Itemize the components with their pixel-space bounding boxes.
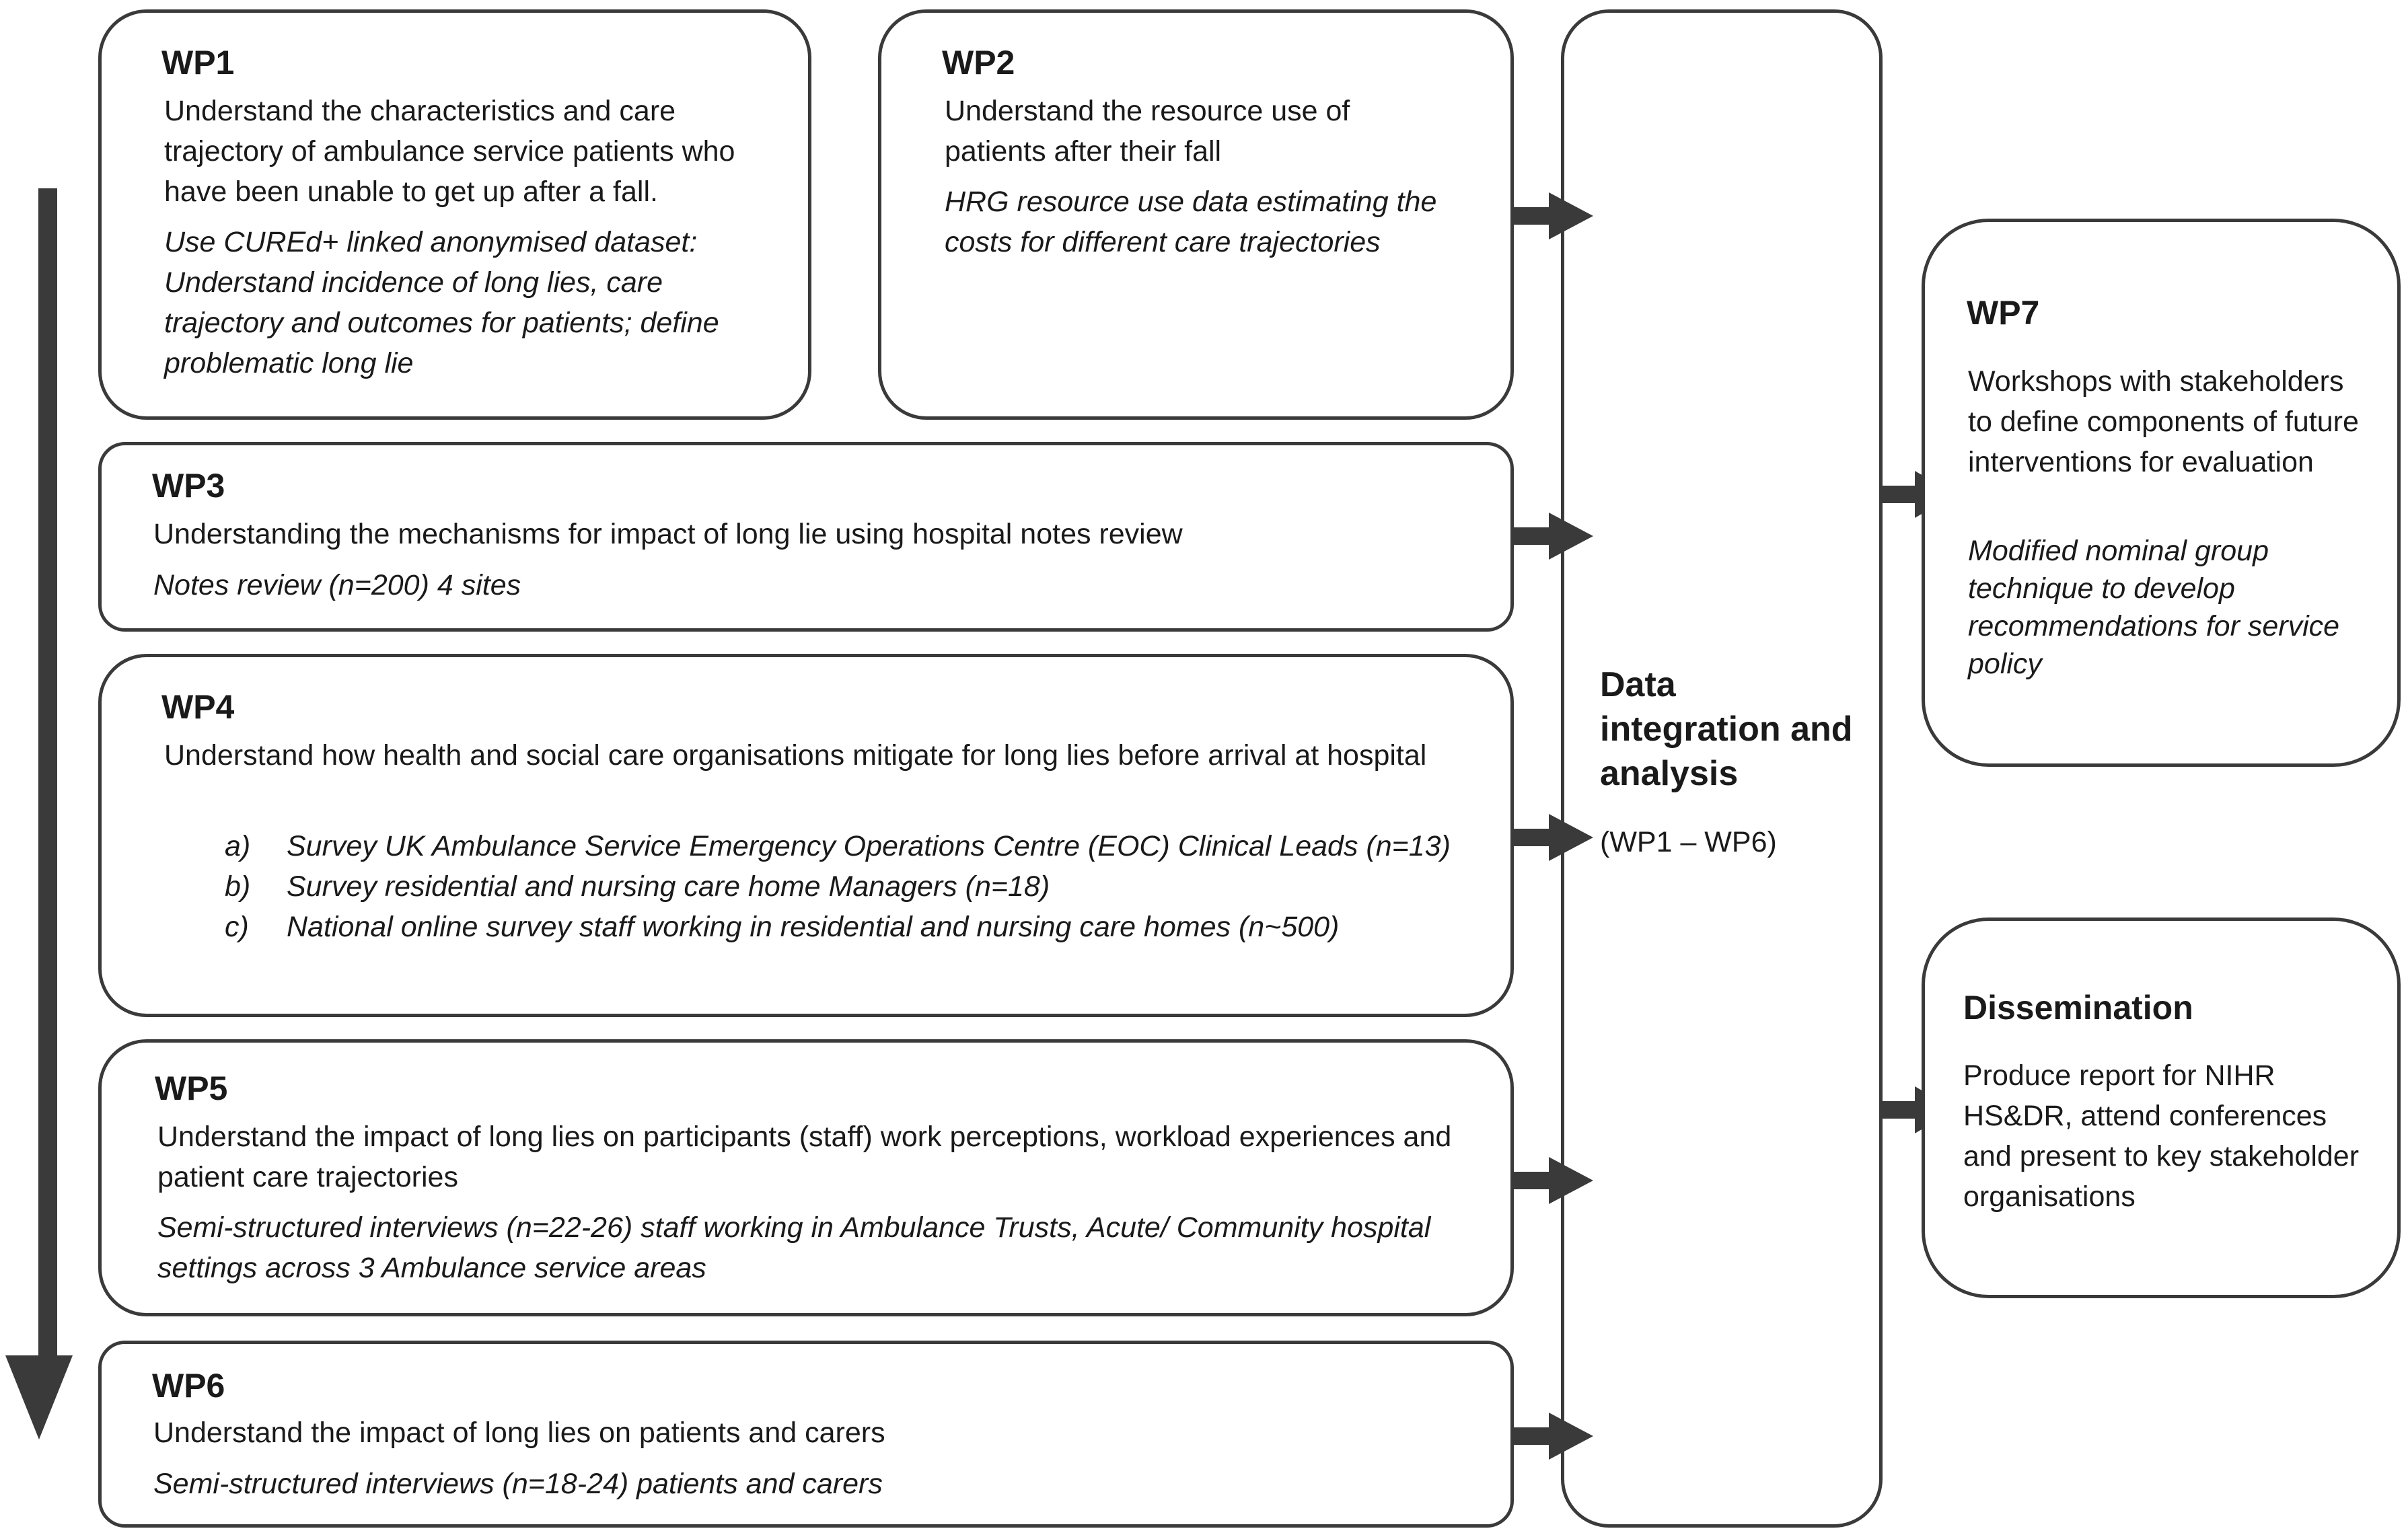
wp4-title: WP4 — [161, 688, 235, 726]
wp4-box — [98, 654, 1514, 1017]
wp1-method: Use CUREd+ linked anonymised dataset: Un… — [164, 226, 719, 379]
wp6-method: Semi-structured interviews (n=18-24) pat… — [153, 1468, 883, 1500]
dissemination-box — [1922, 918, 2401, 1298]
wp3-box — [98, 442, 1514, 632]
wp5-aim: Understand the impact of long lies on pa… — [157, 1121, 1452, 1193]
wp4-aim: Understand how health and social care or… — [164, 739, 1427, 772]
wp7-title: WP7 — [1967, 294, 2040, 332]
timeline-arrow — [5, 188, 73, 1439]
arrow-wp4-to-integration — [1514, 814, 1593, 861]
wp7-aim: Workshops with stakeholders to define co… — [1968, 365, 2359, 478]
wp4-survey-list: a) Survey UK Ambulance Service Emergency… — [225, 826, 1463, 947]
wp5-box — [98, 1039, 1514, 1316]
wp2-title: WP2 — [942, 44, 1015, 81]
wp4-item-label: c) — [225, 911, 249, 943]
wp3-method: Notes review (n=200) 4 sites — [153, 569, 521, 601]
wp4-item-text: Survey residential and nursing care home… — [287, 870, 1050, 903]
wp6-box — [98, 1341, 1514, 1528]
wp1-box — [98, 9, 811, 420]
wp5-method: Semi-structured interviews (n=22-26) sta… — [157, 1211, 1431, 1284]
wp2-box — [878, 9, 1514, 420]
wp2-method: HRG resource use data estimating the cos… — [945, 186, 1437, 258]
wp6-title: WP6 — [152, 1367, 225, 1405]
wp4-item-label: a) — [225, 830, 251, 862]
arrow-wp5-to-integration — [1514, 1157, 1593, 1204]
data-integration-title: Data integration and analysis — [1600, 665, 1853, 793]
wp4-item-text: National online survey staff working in … — [287, 911, 1340, 943]
wp4-item-text: Survey UK Ambulance Service Emergency Op… — [287, 830, 1451, 862]
wp7-method: Modified nominal group technique to deve… — [1968, 535, 2340, 680]
wp7-box — [1922, 219, 2401, 767]
wp1-aim: Understand the characteristics and care … — [164, 95, 735, 208]
dissemination-title: Dissemination — [1963, 989, 2193, 1026]
wp4-item: c) National online survey staff working … — [225, 907, 1463, 947]
wp3-title: WP3 — [152, 467, 225, 504]
wp3-aim: Understanding the mechanisms for impact … — [153, 518, 1183, 550]
wp4-item: b) Survey residential and nursing care h… — [225, 866, 1463, 907]
wp6-aim: Understand the impact of long lies on pa… — [153, 1417, 885, 1449]
data-integration-box — [1561, 9, 1883, 1528]
wp5-title: WP5 — [155, 1070, 228, 1107]
arrow-wp3-to-integration — [1514, 513, 1593, 560]
wp4-item-label: b) — [225, 870, 251, 903]
data-integration-subtitle: (WP1 – WP6) — [1600, 826, 1777, 858]
arrow-wp2-to-integration — [1514, 192, 1593, 239]
dissemination-aim: Produce report for NIHR HS&DR, attend co… — [1963, 1059, 2360, 1213]
wp2-aim: Understand the resource use of patients … — [945, 95, 1350, 167]
arrow-wp6-to-integration — [1514, 1413, 1593, 1460]
wp1-title: WP1 — [161, 44, 235, 81]
wp4-item: a) Survey UK Ambulance Service Emergency… — [225, 826, 1463, 866]
